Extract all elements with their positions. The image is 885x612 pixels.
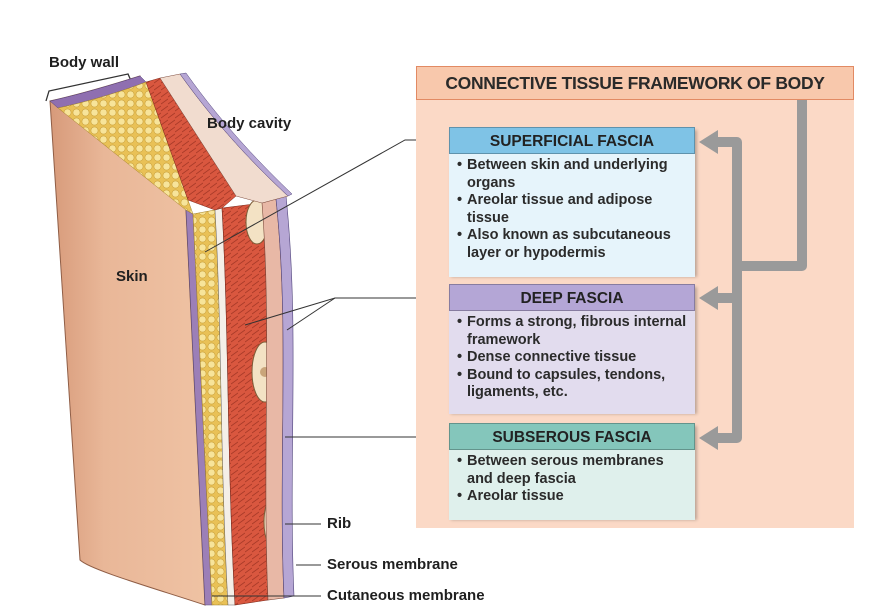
arrowhead-superficial bbox=[699, 130, 718, 154]
title-down-arrow bbox=[737, 93, 807, 271]
subserous-bullet-2: Areolar tissue bbox=[457, 488, 689, 506]
arrowhead-deep bbox=[699, 286, 718, 310]
superficial-bullet-1: Between skin and underlying organs bbox=[457, 157, 689, 192]
top-edge-fat bbox=[57, 81, 194, 215]
framework-title: CONNECTIVE TISSUE FRAMEWORK OF BODY bbox=[416, 66, 854, 100]
superficial-bullet-3: Also known as subcutaneous layer or hypo… bbox=[457, 227, 689, 262]
deep-fascia-title: DEEP FASCIA bbox=[449, 284, 695, 311]
label-body-wall: Body wall bbox=[49, 54, 120, 71]
label-skin: Skin bbox=[116, 268, 148, 285]
arrowhead-subserous bbox=[699, 426, 718, 450]
label-serous-membrane: Serous membrane bbox=[327, 556, 458, 573]
superficial-fascia-title: SUPERFICIAL FASCIA bbox=[449, 127, 695, 154]
subserous-bullet-1: Between serous membranes and deep fascia bbox=[457, 453, 689, 488]
deep-bullet-3: Bound to capsules, tendons, ligaments, e… bbox=[457, 367, 689, 402]
deep-bullet-2: Dense connective tissue bbox=[457, 349, 689, 367]
body-wall-bracket bbox=[45, 73, 133, 102]
label-rib: Rib bbox=[327, 515, 352, 532]
deep-fascia-box: DEEP FASCIA Forms a strong, fibrous inte… bbox=[449, 284, 695, 414]
label-cutaneous-membrane: Cutaneous membrane bbox=[327, 587, 485, 604]
bracket-arrow bbox=[711, 137, 742, 443]
deep-bullet-1: Forms a strong, fibrous internal framewo… bbox=[457, 314, 689, 349]
superficial-bullet-2: Areolar tissue and adipose tissue bbox=[457, 192, 689, 227]
subserous-fascia-title: SUBSEROUS FASCIA bbox=[449, 423, 695, 450]
superficial-fascia-box: SUPERFICIAL FASCIA Between skin and unde… bbox=[449, 127, 695, 277]
label-body-cavity: Body cavity bbox=[207, 115, 292, 132]
subserous-fascia-box: SUBSEROUS FASCIA Between serous membrane… bbox=[449, 423, 695, 520]
